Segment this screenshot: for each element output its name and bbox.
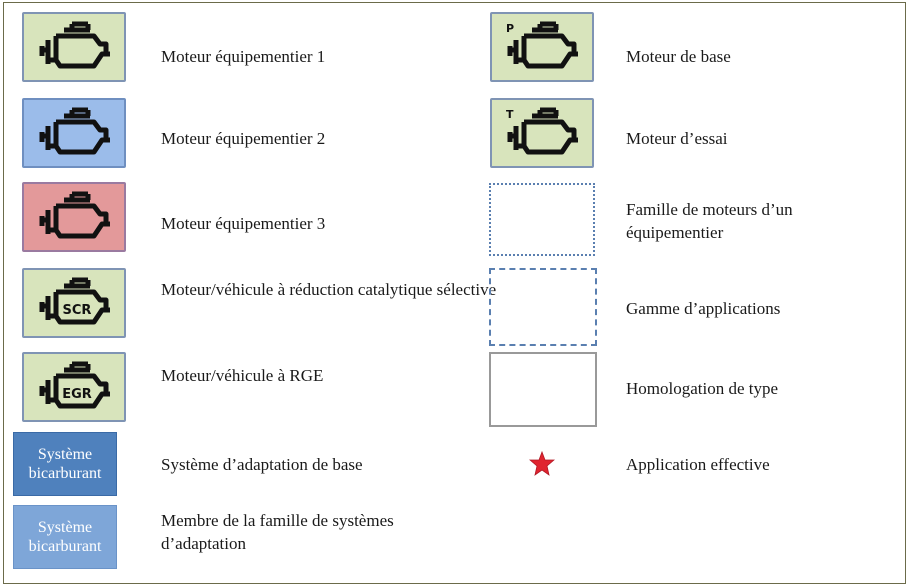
legend-label-test: Moteur d’essai	[626, 129, 728, 148]
engine-icon: P	[506, 21, 578, 69]
engine-test-symbol: T	[490, 98, 594, 168]
engine-oem1-symbol	[22, 12, 126, 82]
legend-label-egr: Moteur/véhicule à RGE	[161, 366, 324, 385]
engine-icon: EGR	[39, 361, 110, 409]
scr-badge: SCR	[63, 303, 92, 318]
engine-icon	[39, 21, 110, 69]
legend-label-type-approval: Homologation de type	[626, 379, 779, 398]
legend-label-parent: Moteur de base	[626, 47, 731, 66]
dual-fuel-base-box: Système bicarburant	[13, 432, 117, 496]
engine-icon: SCR	[39, 277, 110, 325]
parent-letter: P	[506, 22, 514, 35]
engine-oem2-symbol	[22, 98, 126, 168]
star-icon	[529, 451, 555, 476]
legend-label-application: Application effective	[626, 455, 770, 474]
legend-label-oem3: Moteur équipementier 3	[161, 214, 326, 233]
legend-label-dual-base: Système d’adaptation de base	[161, 455, 363, 474]
test-letter: T	[506, 108, 514, 121]
engine-oem3-symbol	[22, 182, 126, 252]
engine-egr-symbol: EGR	[22, 352, 126, 422]
legend-label-application-range: Gamme d’applications	[626, 299, 781, 318]
type-approval-box	[489, 352, 597, 427]
engine-icon	[39, 191, 110, 239]
engine-parent-symbol: P	[490, 12, 594, 82]
legend-label-scr: Moteur/véhicule à réduction catalytique …	[161, 280, 497, 299]
engine-icon	[39, 107, 110, 155]
legend-frame	[3, 2, 906, 584]
legend-label-oem1: Moteur équipementier 1	[161, 47, 326, 66]
egr-badge: EGR	[62, 387, 92, 402]
engine-scr-symbol: SCR	[22, 268, 126, 338]
legend-label-engine-family: Famille de moteurs d’un équipementier	[626, 200, 793, 242]
legend-label-oem2: Moteur équipementier 2	[161, 129, 326, 148]
legend-label-dual-member: Membre de la famille de systèmes d’adapt…	[161, 511, 394, 553]
dual-fuel-member-box: Système bicarburant	[13, 505, 117, 569]
application-range-box	[489, 268, 597, 346]
engine-family-box	[489, 183, 595, 256]
engine-icon: T	[506, 107, 578, 155]
